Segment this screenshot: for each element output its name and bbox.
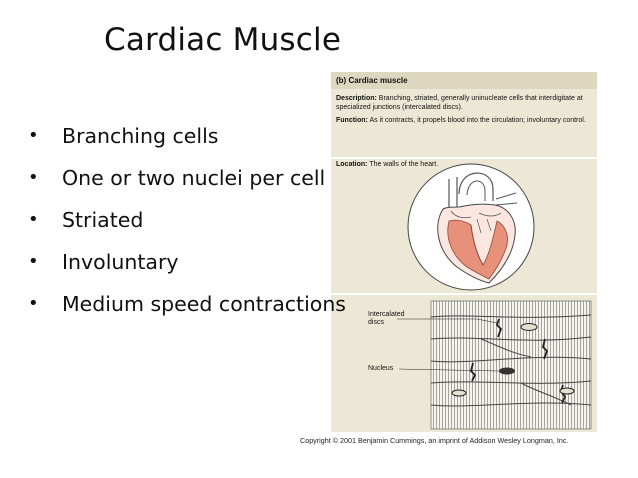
bullet-text: Branching cells xyxy=(62,124,219,148)
figure-location-panel: Location: The walls of the heart. xyxy=(331,159,597,293)
bullet-item: • Medium speed contractions xyxy=(28,283,346,325)
slide-title: Cardiac Muscle xyxy=(104,22,342,58)
cardiac-tissue-micrograph-icon xyxy=(397,300,592,430)
figure-divider xyxy=(331,293,597,295)
function-label: Function: xyxy=(336,117,368,125)
function-text: As it contracts, it propels blood into t… xyxy=(369,117,586,125)
bullet-item: • Striated xyxy=(28,199,346,241)
bullet-dot-icon: • xyxy=(28,167,39,188)
figure-description-panel: Description: Branching, striated, genera… xyxy=(331,91,597,157)
bullet-dot-icon: • xyxy=(28,251,39,272)
bullet-text: Involuntary xyxy=(62,250,179,274)
bullet-text: Medium speed contractions xyxy=(62,292,346,316)
description-paragraph: Description: Branching, striated, genera… xyxy=(336,95,592,112)
bullet-dot-icon: • xyxy=(28,125,39,146)
heart-diagram-icon xyxy=(407,163,535,291)
bullet-text: One or two nuclei per cell xyxy=(62,166,326,190)
bullet-list: • Branching cells • One or two nuclei per … xyxy=(28,115,346,325)
figure-micrograph-panel: Intercalated discs Nucleus xyxy=(331,295,597,432)
figure-divider xyxy=(331,157,597,159)
location-paragraph: Location: The walls of the heart. xyxy=(336,161,438,170)
bullet-dot-icon: • xyxy=(28,293,39,314)
bullet-item: • One or two nuclei per cell xyxy=(28,157,346,199)
intercalated-label-line2: discs xyxy=(368,319,384,326)
cardiac-muscle-figure: (b) Cardiac muscle Description: Branchin… xyxy=(331,72,597,432)
copyright-notice: Copyright © 2001 Benjamin Cummings, an i… xyxy=(300,436,569,445)
description-text: Branching, striated, generally uninuclea… xyxy=(336,95,583,111)
intercalated-discs-label: Intercalated discs xyxy=(368,311,405,327)
location-text: The walls of the heart. xyxy=(369,161,439,168)
description-label: Description: xyxy=(336,95,377,102)
figure-header: (b) Cardiac muscle xyxy=(331,72,597,89)
location-label: Location: xyxy=(336,161,368,168)
bullet-dot-icon: • xyxy=(28,209,39,230)
bullet-text: Striated xyxy=(62,208,144,232)
intercalated-label-line1: Intercalated xyxy=(368,311,405,318)
function-paragraph: Function: As it contracts, it propels bl… xyxy=(336,117,592,126)
nucleus-label: Nucleus xyxy=(368,365,394,372)
bullet-item: • Involuntary xyxy=(28,241,346,283)
bullet-item: • Branching cells xyxy=(28,115,346,157)
